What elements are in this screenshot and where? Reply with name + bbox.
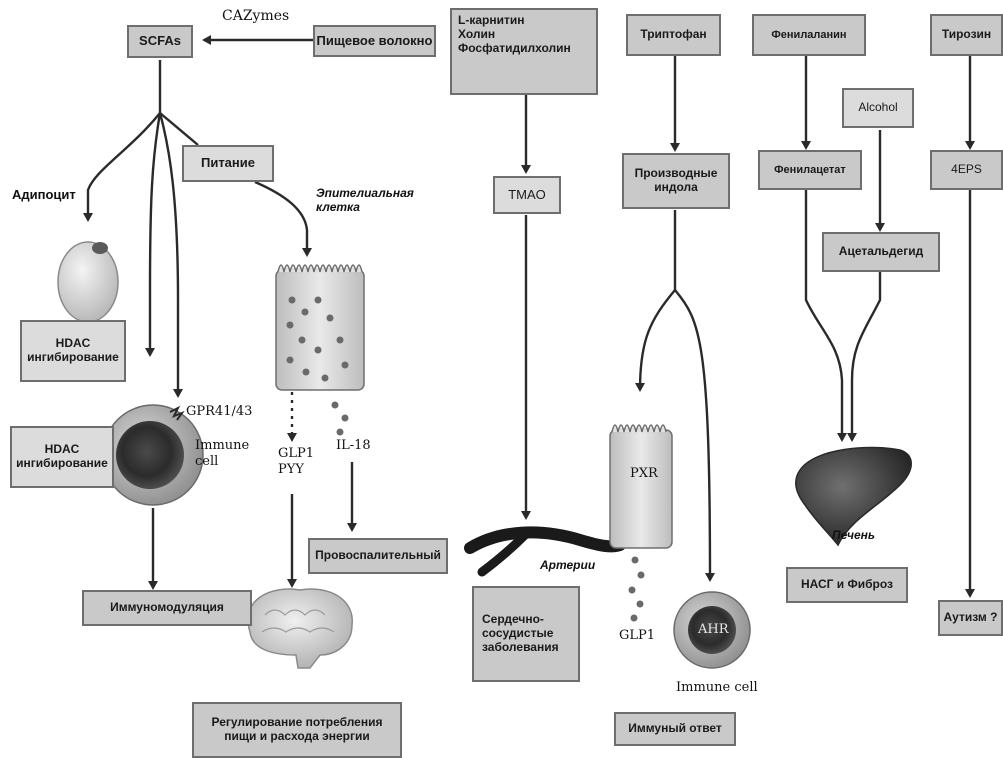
gpr41-43-label: GPR41/43 <box>186 404 252 420</box>
adipocyte-cell <box>58 242 118 322</box>
glp1-pyy-label: GLP1 PYY <box>278 446 314 477</box>
immune-cell-label-left: Immune cell <box>195 438 249 469</box>
appetite-regulation-box: Регулирование потребления пищи и расхода… <box>192 702 402 758</box>
epithelial-cell <box>276 265 364 436</box>
indole-derivatives-box: Производные индола <box>622 153 730 209</box>
acetaldehyde-box: Ацетальдегид <box>822 232 940 272</box>
immune-cell-left <box>103 405 203 505</box>
glp1-label-right: GLP1 <box>619 628 655 644</box>
adipocyte-label: Адипоцит <box>12 187 76 203</box>
alcohol-box: Alcohol <box>842 88 914 128</box>
dietary-fiber-box: Пищевое волокно <box>313 25 436 57</box>
phenylacetate-box: Фенилацетат <box>758 150 862 190</box>
epithelial-cell-label: Эпителиальная клетка <box>316 186 414 215</box>
pxr-cell <box>610 425 672 622</box>
phenylalanine-box: Фенилаланин <box>752 14 866 56</box>
immune-cell-label-right: Immune cell <box>676 680 758 696</box>
nutrition-box: Питание <box>182 145 274 182</box>
autism-box: Аутизм ? <box>938 600 1003 636</box>
pxr-label: PXR <box>630 466 658 482</box>
immunomodulation-box: Иммуномодуляция <box>82 590 252 626</box>
tryptophan-box: Триптофан <box>626 14 721 56</box>
il18-label: IL-18 <box>336 438 371 454</box>
cardiovascular-box: Сердечно- сосудистые заболевания <box>472 586 580 682</box>
ahr-label: AHR <box>698 622 729 638</box>
immune-response-box: Иммуный ответ <box>614 712 736 746</box>
carnitine-box: L-карнитин Холин Фосфатидилхолин <box>450 8 598 95</box>
arteries-label: Артерии <box>540 558 595 572</box>
4eps-box: 4EPS <box>930 150 1003 190</box>
nash-fibrosis-box: НАСГ и Фиброз <box>786 567 908 603</box>
tyrosine-box: Тирозин <box>930 14 1003 56</box>
hdac-inhibition-box-adipocyte: HDAC ингибирование <box>20 320 126 382</box>
proinflammatory-box: Провоспалительный <box>308 538 448 574</box>
brain-illustration <box>248 589 352 668</box>
cazymes-label: CAZymes <box>222 8 289 25</box>
liver-label: Печень <box>832 528 875 542</box>
hdac-inhibition-box-immune: HDAC ингибирование <box>10 426 114 488</box>
scfas-box: SCFAs <box>127 25 193 58</box>
tmao-box: TMAO <box>493 176 561 214</box>
